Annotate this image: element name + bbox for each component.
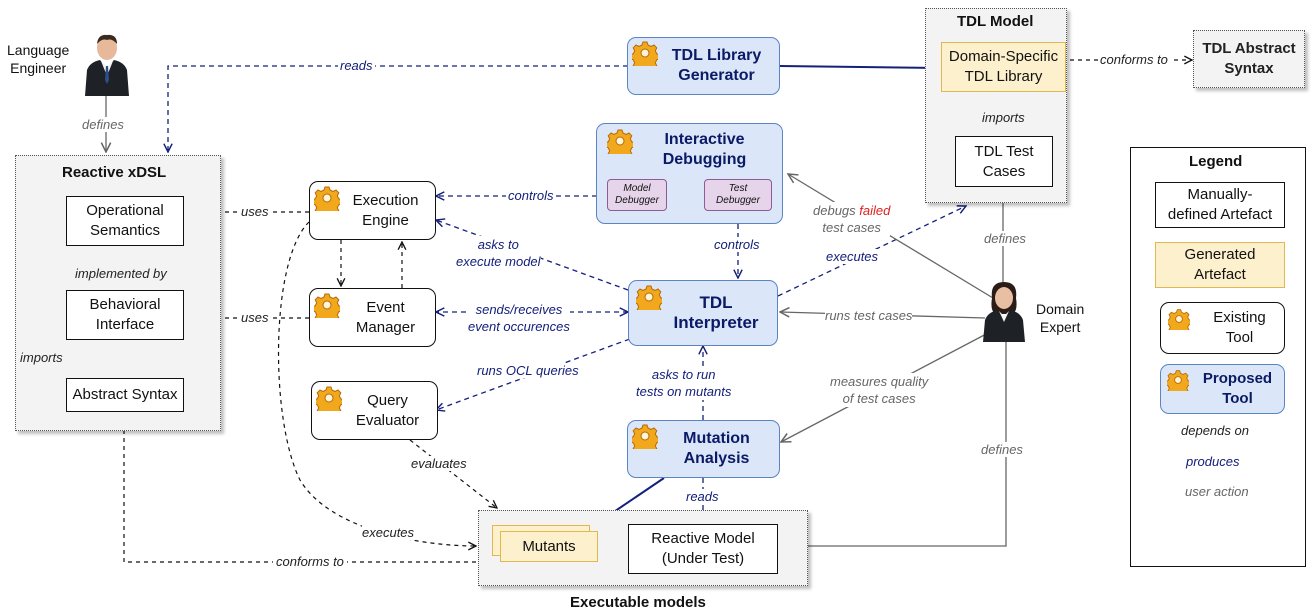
edge-reads-xdsl: [168, 65, 628, 152]
domain-expert-icon: [983, 282, 1025, 342]
gear-icon: [1167, 370, 1189, 391]
language-engineer-icon: [85, 34, 129, 96]
label-imports-tdl: imports: [982, 110, 1025, 125]
label-implemented-by: implemented by: [75, 266, 167, 281]
label-debugs-failed: failed: [859, 203, 891, 218]
language-engineer-label: Language Engineer: [7, 42, 70, 76]
tdl-test-cases-box: TDL Test Cases: [955, 136, 1053, 187]
label-measures: measures quality of test cases: [830, 373, 929, 407]
label-sends-receives: sends/receives event occurences: [468, 301, 570, 335]
legend-proposed-box: Proposed Tool: [1160, 364, 1285, 414]
label-defines-le: defines: [82, 117, 124, 132]
operational-semantics-box: Operational Semantics: [66, 196, 184, 246]
mutants-box: Mutants: [500, 531, 598, 562]
label-runs-ocl: runs OCL queries: [477, 363, 579, 378]
domain-expert-label: Domain Expert: [1036, 301, 1085, 335]
gear-icon: [316, 386, 342, 411]
edge-evaluates: [409, 439, 497, 508]
domain-specific-tdl-library-box: Domain-Specific TDL Library: [941, 42, 1066, 92]
label-uses-2: uses: [238, 310, 272, 325]
gear-icon: [607, 129, 633, 154]
label-defines-de: defines: [984, 231, 1026, 246]
legend-depends-label: depends on: [1181, 423, 1249, 438]
edge-defines-model: [779, 342, 1007, 546]
label-debugs-prefix: debugs: [813, 203, 860, 218]
legend-user-label: user action: [1185, 484, 1249, 499]
label-controls-1: controls: [506, 188, 556, 203]
edge-conforms-models: [124, 414, 476, 563]
gear-icon: [314, 293, 340, 318]
legend-produces-label: produces: [1186, 454, 1240, 469]
label-reads-mut: reads: [686, 489, 719, 504]
gear-icon: [632, 41, 658, 66]
legend-title: Legend: [1189, 153, 1243, 170]
label-uses-1: uses: [238, 204, 272, 219]
gear-icon: [1168, 309, 1190, 330]
edge-debugs: [788, 174, 994, 299]
abstract-syntax-box: Abstract Syntax: [66, 378, 184, 412]
label-asks-run: asks to run tests on mutants: [636, 366, 732, 400]
edge-executes-models: [277, 221, 476, 546]
model-debugger-box: Model Debugger: [607, 179, 667, 211]
gear-icon: [314, 186, 340, 211]
tdl-abstract-syntax-box: TDL Abstract Syntax: [1193, 30, 1305, 88]
gear-icon: [636, 285, 662, 310]
reactive-xdsl-title: Reactive xDSL: [62, 164, 167, 181]
label-executes-tdl: executes: [826, 249, 879, 264]
gear-icon: [632, 424, 658, 449]
tdl-model-title: TDL Model: [957, 13, 1034, 30]
label-asks-execute: asks to execute model: [456, 236, 541, 270]
label-defines-model: defines: [981, 442, 1023, 457]
edge-produces-library: [779, 59, 942, 76]
label-reads-top: reads: [338, 58, 375, 73]
executable-models-title: Executable models: [570, 594, 706, 611]
label-evaluates: evaluates: [411, 456, 467, 471]
label-conforms-models: conforms to: [273, 554, 347, 569]
label-runs-test: runs test cases: [825, 308, 913, 323]
legend-manual-box: Manually- defined Artefact: [1155, 182, 1285, 228]
test-debugger-box: Test Debugger: [704, 179, 772, 211]
edge-executes-tdl: [777, 206, 966, 297]
label-debugs-suffix: test cases: [822, 220, 881, 235]
label-imports-xdsl: imports: [20, 350, 63, 365]
reactive-model-box: Reactive Model (Under Test): [628, 524, 778, 574]
legend-generated-box: Generated Artefact: [1155, 242, 1285, 288]
label-executes-models: executes: [362, 525, 415, 540]
label-conforms-tdl: conforms to: [1098, 52, 1170, 67]
behavioral-interface-box: Behavioral Interface: [66, 290, 184, 340]
label-controls-2: controls: [714, 237, 760, 252]
label-debugs: debugs failed test cases: [813, 202, 891, 236]
